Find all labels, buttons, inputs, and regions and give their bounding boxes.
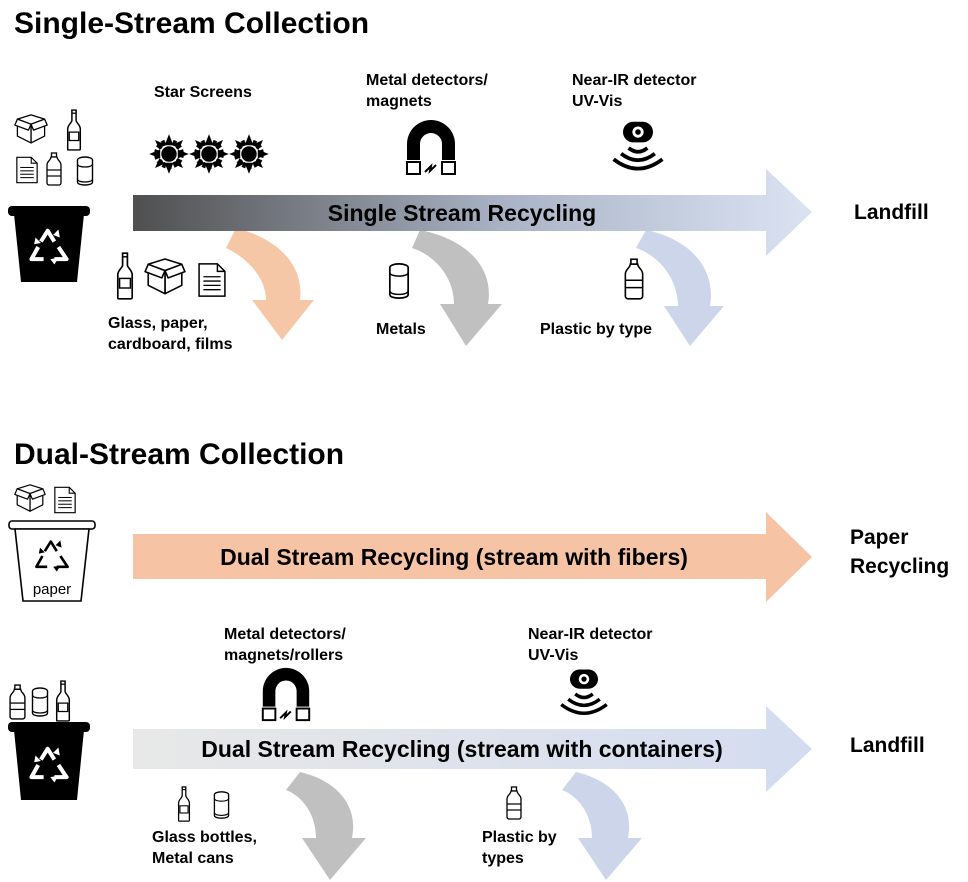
plastic-bottle-icon xyxy=(46,152,62,186)
branch-arrow-plastic-types xyxy=(562,772,642,880)
fiber-stream-arrow-label: Dual Stream Recycling (stream with fiber… xyxy=(220,544,688,570)
output-label-glass-paper: Glass, paper,cardboard, films xyxy=(108,315,233,353)
single-destination-landfill: Landfill xyxy=(854,201,929,224)
step-label-metal-rollers: Metal detectors/magnets/rollers xyxy=(224,626,346,664)
container-stream-arrow-label: Dual Stream Recycling (stream with conta… xyxy=(201,736,723,762)
output-can-icon xyxy=(213,791,230,819)
paper-bin-icon xyxy=(8,520,96,602)
branch-arrow-glass-metal xyxy=(286,772,366,880)
bottle-icon xyxy=(55,680,71,722)
single-stream-bin-icon xyxy=(8,206,90,282)
plastic-bottle-icon xyxy=(9,684,26,720)
star-screens-icon xyxy=(149,134,269,174)
output-bottle-icon xyxy=(177,786,191,822)
fiber-stream-arrow xyxy=(133,512,812,602)
branch-arrow-metals xyxy=(412,230,502,346)
magnet-icon xyxy=(261,666,311,722)
container-bin-icon xyxy=(8,722,90,800)
output-label-metals: Metals xyxy=(376,321,426,338)
single-stream-arrow xyxy=(133,169,812,256)
single-stream-title: Single-Stream Collection xyxy=(14,7,369,40)
container-stream-arrow xyxy=(133,706,812,792)
container-destination-landfill: Landfill xyxy=(850,734,925,757)
output-can-icon xyxy=(388,263,410,299)
single-stream-arrow-label: Single Stream Recycling xyxy=(328,200,596,226)
dual-stream-title: Dual-Stream Collection xyxy=(14,438,344,471)
sensor-icon xyxy=(559,667,609,716)
step-label-metal-detectors: Metal detectors/magnets xyxy=(366,72,488,110)
can-icon xyxy=(31,687,49,717)
output-label-plastic: Plastic by type xyxy=(540,321,652,338)
output-plastic-bottle-icon xyxy=(506,786,522,820)
output-document-icon xyxy=(198,263,226,297)
can-icon xyxy=(76,156,94,186)
branch-arrow-plastic xyxy=(636,230,724,346)
branch-arrow-glass-paper xyxy=(226,228,314,340)
paper-bin-label: paper xyxy=(33,581,71,598)
document-icon xyxy=(54,486,76,514)
sensor-icon xyxy=(614,122,663,169)
step-label-star-screens: Star Screens xyxy=(154,84,252,101)
document-icon xyxy=(16,156,38,184)
cardboard-box-icon xyxy=(14,484,46,512)
bottle-icon xyxy=(66,109,82,151)
output-plastic-bottle-icon xyxy=(624,258,644,300)
output-box-icon xyxy=(144,258,186,295)
cardboard-box-icon xyxy=(14,114,48,144)
magnet-icon xyxy=(405,118,457,176)
output-label-glass-metal: Glass bottles,Metal cans xyxy=(152,829,257,867)
output-bottle-icon xyxy=(116,252,134,300)
